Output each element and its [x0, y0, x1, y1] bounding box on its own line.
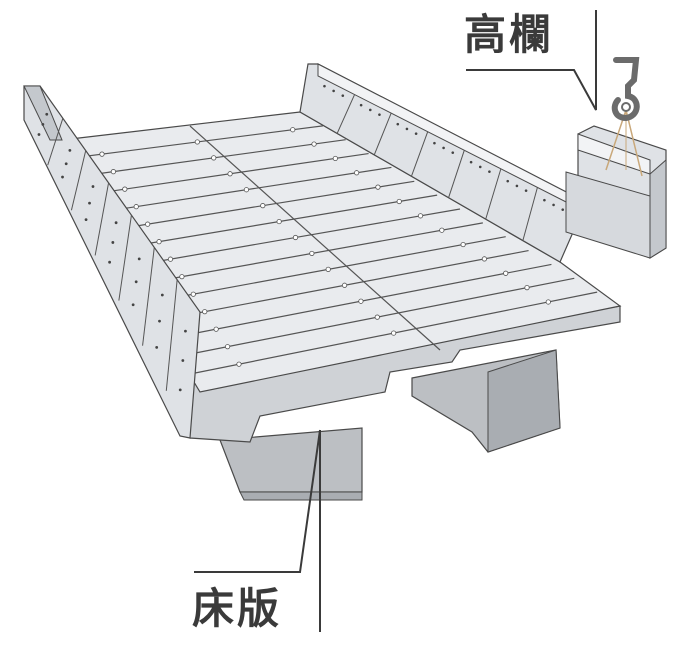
pier-right [411, 349, 561, 453]
left-railing [23, 85, 201, 439]
pier-left [219, 427, 363, 501]
crane-hook-icon [605, 57, 643, 177]
deck-slab-front [179, 305, 621, 443]
deck-slab-label: 床版 [192, 584, 283, 633]
railing-label: 高欄 [464, 10, 555, 59]
right-railing [299, 63, 575, 263]
deck-anchor-dots [99, 127, 551, 367]
deck-callout-line [194, 429, 321, 573]
lifted-railing-panel [565, 125, 667, 259]
railing-callout-line [466, 10, 597, 111]
